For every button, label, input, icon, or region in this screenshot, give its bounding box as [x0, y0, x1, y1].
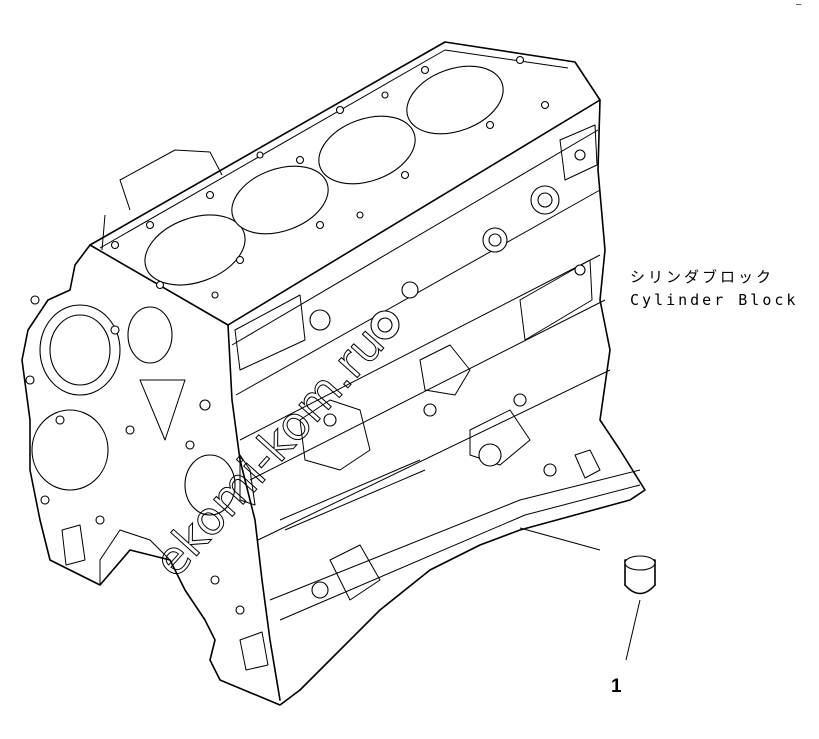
part-name-japanese: シリンダブロック: [630, 268, 775, 286]
plug-location-leader-line: [519, 527, 601, 551]
cylinder-block-drawing: [21, 41, 646, 706]
cylinder-bore-4: [406, 65, 504, 135]
cylinder-bore-1: [144, 214, 246, 286]
corner-mark: —: [796, 0, 802, 10]
callout-number: 1: [611, 676, 622, 697]
deck-bolt-holes: [110, 55, 550, 299]
side-bosses: [309, 149, 586, 599]
part-name-english: Cylinder Block: [630, 291, 799, 309]
callout-leader-line: [625, 599, 641, 661]
front-face-openings: [25, 295, 245, 615]
cylinder-bore-2: [231, 165, 329, 235]
cylinder-bores: [144, 65, 504, 286]
cylinder-bore-3: [318, 115, 416, 185]
part-1-plug: [519, 527, 656, 661]
crankshaft-bore: [31, 409, 109, 491]
